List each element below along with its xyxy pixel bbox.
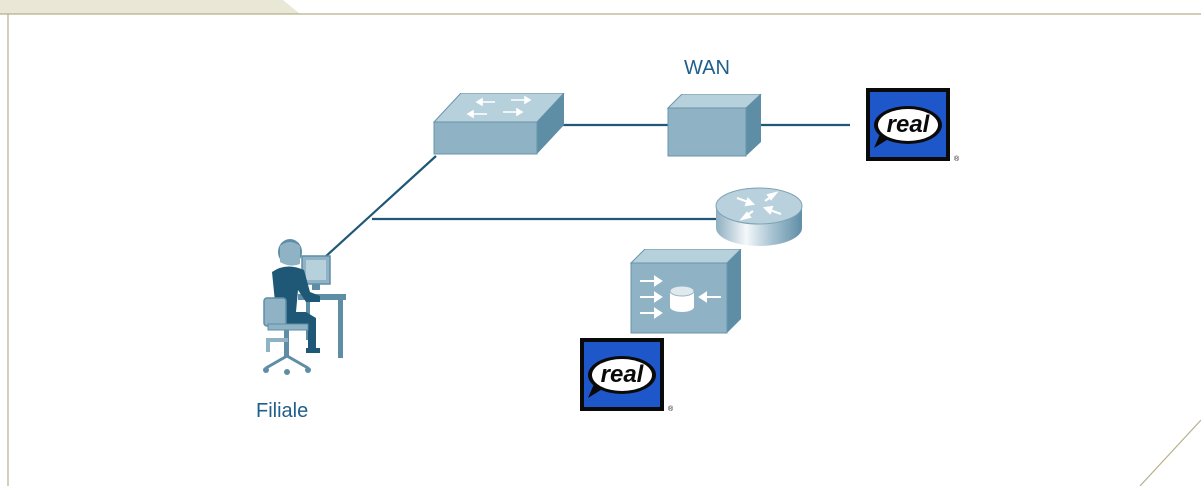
wan-device-icon [667, 94, 762, 157]
top-tab [0, 0, 300, 14]
svg-text:®: ® [954, 155, 960, 163]
frame-border [0, 13, 1201, 486]
wan-label: WAN [684, 57, 730, 79]
user-workstation-icon [263, 239, 346, 375]
realplayer-logo-top: real ® [866, 88, 960, 163]
link-user-switch [323, 155, 437, 259]
switch-icon [433, 93, 565, 155]
svg-text:real: real [601, 361, 645, 388]
realplayer-logo-bottom: real ® [580, 338, 674, 413]
frame-corner [1139, 419, 1201, 486]
router-icon [715, 187, 803, 246]
content-engine-icon [630, 249, 742, 334]
svg-text:real: real [887, 111, 931, 138]
svg-text:®: ® [668, 405, 674, 413]
branch-label: Filiale [256, 400, 309, 422]
